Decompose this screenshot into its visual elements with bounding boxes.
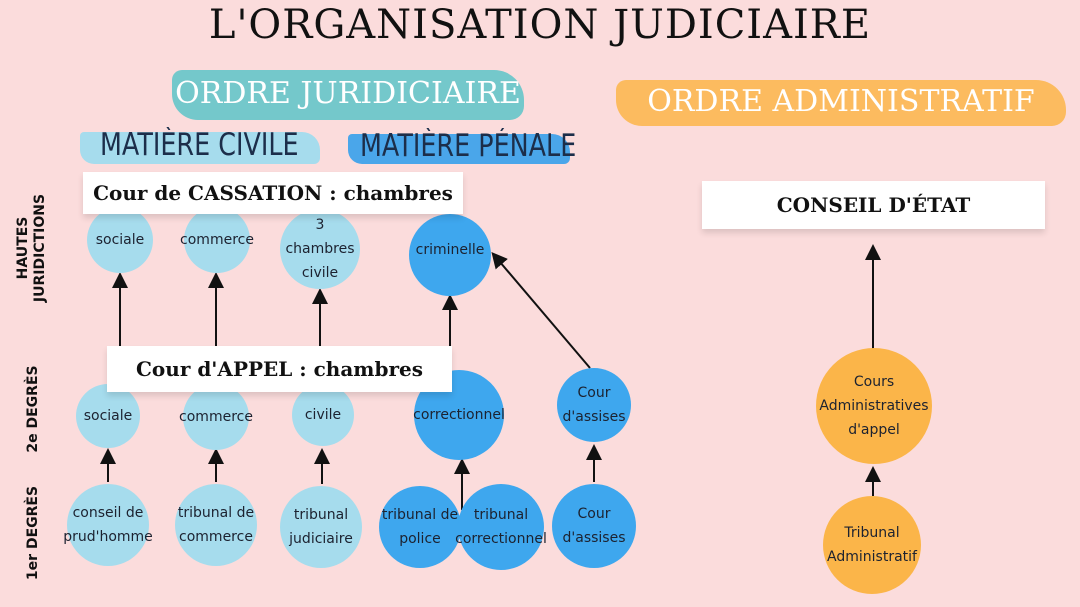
node-app-sociale: sociale — [76, 384, 140, 448]
matiere-civile-label: MATIÈRE CIVILE — [100, 127, 299, 163]
ordre-juridiciaire-banner — [172, 70, 524, 120]
cour-de-cassation-box: Cour de CASSATION : chambres — [83, 172, 463, 214]
conseil-d-etat-box: CONSEIL D'ÉTAT — [702, 181, 1045, 229]
matiere-civile-banner — [80, 132, 320, 164]
node-app-commerce: commerce — [179, 384, 253, 450]
ordre-juridiciaire-label: ORDRE JURIDICIAIRE — [175, 76, 521, 111]
node-cass-commerce: commerce — [180, 207, 254, 273]
arrow-assises-to-criminelle — [491, 251, 591, 369]
node-cass-sociale: sociale — [87, 207, 153, 273]
matiere-penale-label: MATIÈRE PÉNALE — [360, 128, 577, 164]
page-title: L'ORGANISATION JUDICIAIRE — [208, 2, 872, 48]
ordre-administratif-label: ORDRE ADMINISTRATIF — [647, 84, 1035, 119]
cour-d-appel-box: Cour d'APPEL : chambres — [107, 346, 452, 392]
ordre-administratif-banner — [616, 80, 1066, 126]
matiere-penale-banner — [348, 134, 570, 164]
node-app-civile: civile — [292, 384, 354, 446]
node-cass-criminelle: criminelle — [409, 214, 491, 296]
